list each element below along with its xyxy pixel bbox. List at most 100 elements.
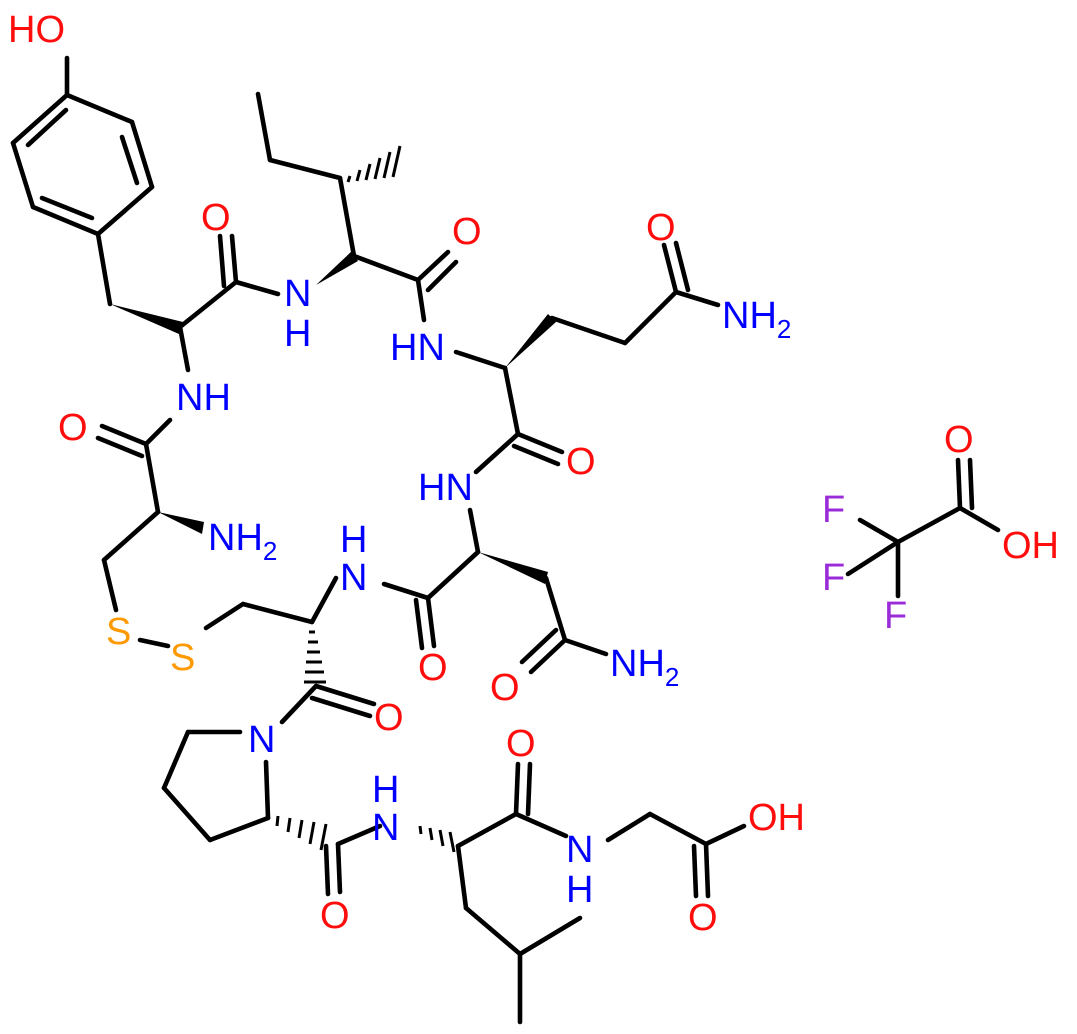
- bond: [309, 695, 373, 719]
- bond: [203, 601, 246, 631]
- atom-label-n-h-vertical: N H: [284, 273, 311, 355]
- atom-label-h: H: [340, 519, 367, 561]
- bond: [513, 811, 569, 839]
- bond: [101, 509, 161, 563]
- bond: [267, 157, 343, 181]
- bond: [229, 233, 239, 285]
- atom-label-o: O: [418, 647, 448, 689]
- atom-label-n: N: [284, 273, 311, 315]
- bond: [10, 92, 70, 146]
- bond: [415, 277, 427, 323]
- bond: [279, 683, 319, 725]
- bond: [129, 119, 155, 190]
- bond: [957, 505, 1001, 533]
- wedge-bond: [316, 251, 358, 285]
- bond: [622, 289, 679, 346]
- bond: [161, 729, 191, 791]
- bond: [955, 457, 963, 511]
- bond: [473, 431, 521, 475]
- bond: [519, 627, 559, 665]
- wedge-bond: [505, 314, 556, 368]
- bond: [64, 92, 135, 125]
- bond: [455, 843, 469, 911]
- bond: [845, 539, 901, 577]
- atom-label-s: S: [106, 611, 131, 653]
- bond: [895, 505, 963, 545]
- atom-label-o: O: [688, 897, 718, 939]
- atom-label-o: O: [58, 407, 88, 449]
- bond: [143, 417, 173, 447]
- bond: [137, 637, 171, 649]
- bond: [240, 601, 315, 625]
- bond: [967, 457, 975, 511]
- bond: [467, 507, 481, 555]
- atom-label-nh: N: [566, 829, 593, 871]
- bond: [309, 575, 339, 625]
- bond: [39, 195, 95, 221]
- bond: [528, 637, 568, 675]
- bond: [233, 279, 281, 297]
- bond: [647, 811, 709, 847]
- atom-label-oh: OH: [748, 797, 805, 839]
- bond: [95, 231, 113, 307]
- bond: [263, 759, 271, 821]
- bond: [673, 240, 691, 293]
- bond-network: [10, 55, 1001, 1025]
- bond: [99, 423, 149, 447]
- bond: [313, 683, 377, 707]
- atom-label-hn: HN: [390, 327, 445, 369]
- hashed-bond: [346, 145, 402, 183]
- atom-label-o: O: [566, 441, 596, 483]
- bond: [857, 517, 901, 545]
- bond: [161, 785, 213, 843]
- bond: [455, 811, 519, 849]
- bond: [425, 259, 459, 293]
- hashed-bond: [304, 630, 326, 684]
- bond: [703, 841, 711, 899]
- bond: [691, 843, 699, 899]
- atom-label-nh: N: [340, 557, 367, 599]
- bond: [30, 204, 101, 237]
- atom-label-o: O: [944, 419, 974, 461]
- atom-label-o: O: [320, 895, 350, 937]
- bond: [515, 431, 565, 455]
- atom-label-f: F: [884, 595, 907, 637]
- bond: [351, 253, 421, 283]
- bond: [562, 637, 609, 657]
- atom-label-nh2: NH2: [208, 517, 277, 566]
- bond: [661, 242, 679, 295]
- bond: [25, 107, 69, 148]
- bond: [415, 249, 451, 283]
- bond: [101, 557, 119, 613]
- bond: [119, 134, 140, 186]
- atom-label-oh: OH: [1002, 525, 1059, 567]
- bond: [413, 597, 425, 651]
- bond: [463, 905, 523, 957]
- bond: [335, 823, 383, 847]
- bond: [425, 595, 437, 649]
- atom-label-n: N: [248, 719, 275, 761]
- bond: [549, 315, 628, 346]
- atom-label-hn: HN: [418, 467, 473, 509]
- bond: [207, 815, 271, 843]
- hashed-bond: [275, 815, 328, 851]
- bond: [381, 581, 431, 601]
- atom-label-s: S: [170, 637, 195, 679]
- bond: [605, 811, 653, 843]
- atom-labels: HO O NH N H O HN O NH2 O HN O NH2 S S N …: [8, 9, 1059, 939]
- bond: [177, 324, 191, 373]
- atom-label-h: H: [566, 869, 593, 911]
- bond: [143, 441, 161, 515]
- atom-label-o: O: [506, 723, 536, 765]
- bond: [177, 279, 239, 330]
- bond: [255, 91, 273, 163]
- atom-label-h: H: [372, 769, 399, 811]
- atom-label-f: F: [822, 489, 845, 531]
- bond: [453, 349, 508, 371]
- atom-label-h: H: [284, 313, 311, 355]
- atom-label-o: O: [452, 211, 482, 253]
- wedge-bond: [158, 512, 204, 534]
- wedge-bond: [478, 552, 548, 584]
- bond: [323, 843, 331, 897]
